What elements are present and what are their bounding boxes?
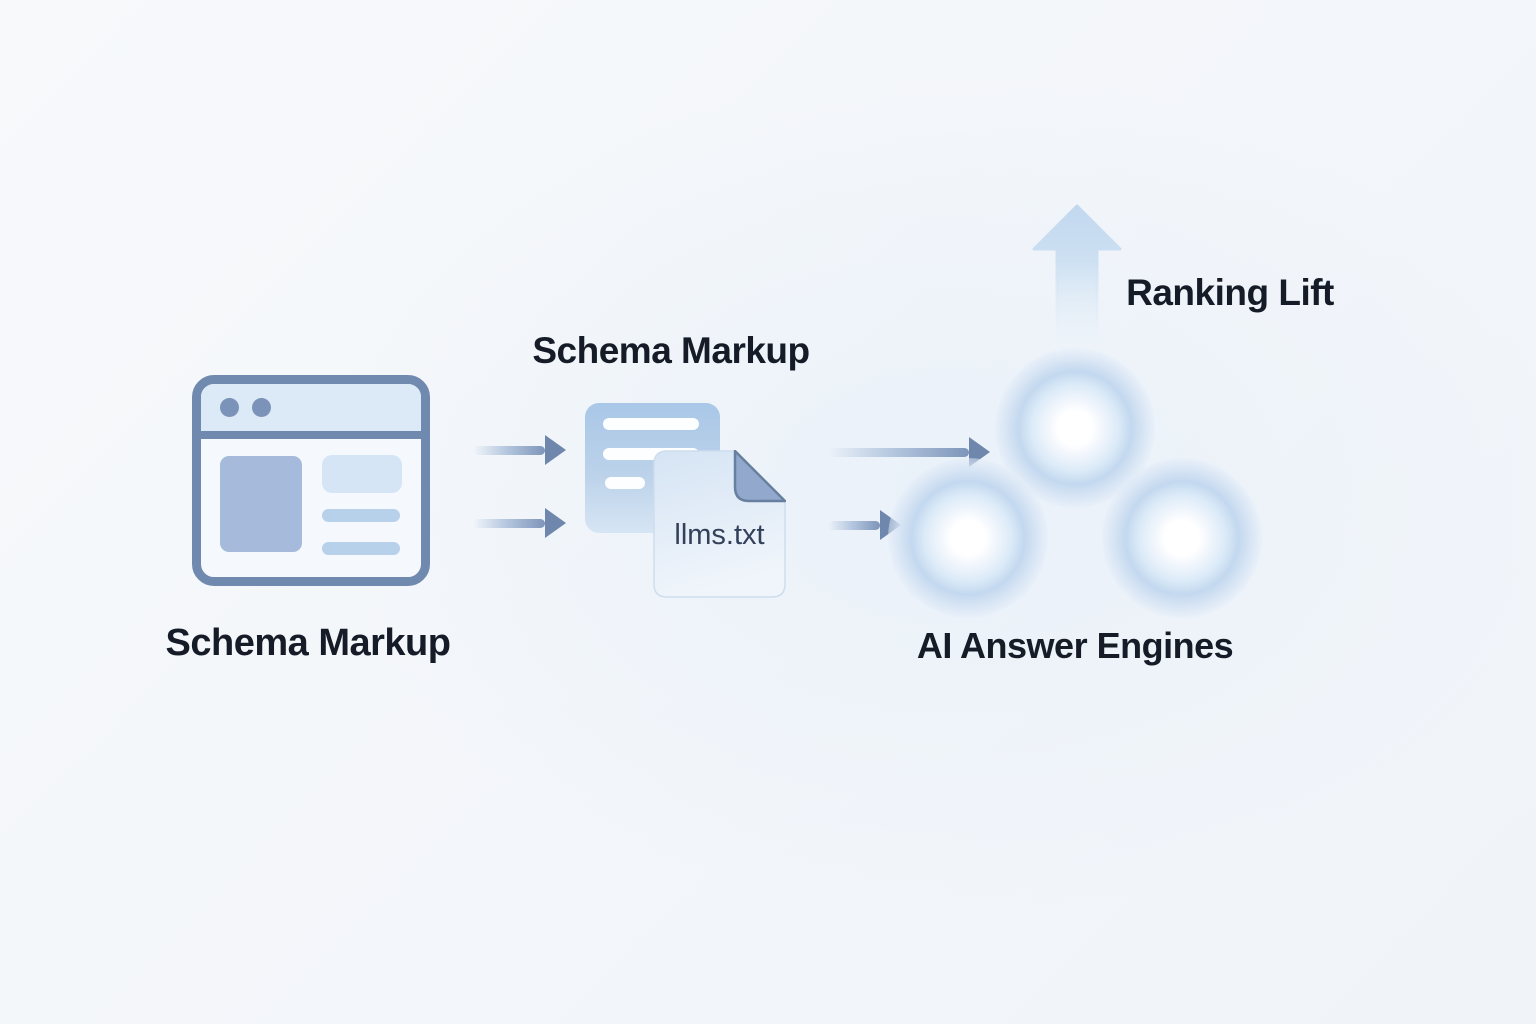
arrow-shaft xyxy=(828,447,969,457)
glow-node-icon xyxy=(1102,458,1262,618)
browser-content xyxy=(201,439,421,568)
arrow-head xyxy=(545,435,566,465)
content-text-line xyxy=(322,509,400,522)
arrow-shaft xyxy=(473,445,545,455)
content-banner-block xyxy=(322,455,402,493)
llms-file-icon xyxy=(653,450,786,598)
browser-titlebar xyxy=(201,384,421,439)
flow-arrow-icon xyxy=(473,508,566,538)
content-image-block xyxy=(220,456,302,552)
card-text-line xyxy=(603,418,699,430)
glow-node-icon xyxy=(888,458,1048,618)
card-text-line xyxy=(605,477,645,489)
up-arrow-shape xyxy=(1032,204,1122,366)
browser-window-icon xyxy=(192,375,430,586)
content-text-line xyxy=(322,542,400,555)
file-name-label: llms.txt xyxy=(674,519,765,551)
arrow-shaft xyxy=(473,518,545,528)
engines-node-label: AI Answer Engines xyxy=(916,625,1234,666)
website-node-label: Schema Markup xyxy=(165,622,451,664)
browser-dot-icon xyxy=(252,398,271,417)
file-fold-corner xyxy=(733,450,786,503)
flow-arrow-icon xyxy=(473,435,566,465)
arrow-head xyxy=(545,508,566,538)
markup-node-title: Schema Markup xyxy=(532,330,810,371)
outcome-label: Ranking Lift xyxy=(1126,272,1334,313)
up-arrow-icon xyxy=(1032,204,1122,366)
arrow-shaft xyxy=(828,520,880,530)
browser-dot-icon xyxy=(220,398,239,417)
